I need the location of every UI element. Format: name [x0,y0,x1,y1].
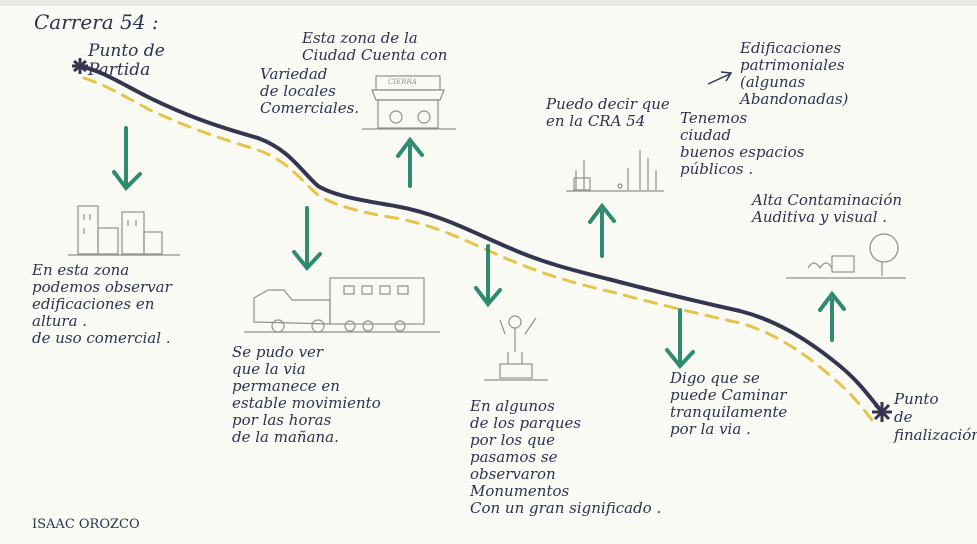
arrow-down-4 [665,308,695,370]
note-zona-comercial: Esta zona de la Ciudad Cuenta con [302,29,448,64]
note-edificaciones-patrimoniales: Edificaciones patrimoniales (algunas Aba… [740,39,849,108]
arrow-down-1 [112,126,142,192]
note-caminar-tranquilamente: Digo que se puede Caminar tranquilamente… [670,369,788,438]
truck-sketch [244,277,440,333]
start-marker [72,58,88,74]
start-label: Punto de Partida [88,41,165,80]
store-sign-text: CIERRA [388,78,417,86]
note-espacios-publicos-b: Tenemos ciudad buenos espacios públicos … [680,109,805,178]
arrow-up-2 [588,202,616,258]
author-name: ISAAC OROZCO [32,517,140,532]
route-dashes [82,76,874,422]
note-monumentos: En algunos de los parques por los que pa… [470,397,662,517]
arrow-down-2 [292,206,322,272]
park-sketch [786,233,906,279]
pointer-arrow [707,71,733,85]
monument-sketch [484,315,548,381]
end-marker [872,402,892,422]
route-line [78,64,884,414]
buildings-sketch [68,205,180,256]
arrow-down-3 [474,244,502,308]
end-label: Punto de finalización [894,390,977,444]
diagram-title: Carrera 54 : [34,10,159,34]
note-variedad-locales: Variedad de locales Comerciales. [260,65,360,117]
note-espacios-publicos-a: Puedo decir que en la CRA 54 [546,95,670,130]
arrow-up-3 [818,290,846,342]
public-space-sketch [566,150,664,192]
note-edificaciones-altura: En esta zona podemos observar edificacio… [32,261,172,347]
note-contaminacion: Alta Contaminación Auditiva y visual . [752,191,903,226]
note-via-movimiento: Se pudo ver que la via permanece en esta… [232,343,381,446]
arrow-up-1 [396,136,424,188]
storefront-sketch [362,75,456,130]
